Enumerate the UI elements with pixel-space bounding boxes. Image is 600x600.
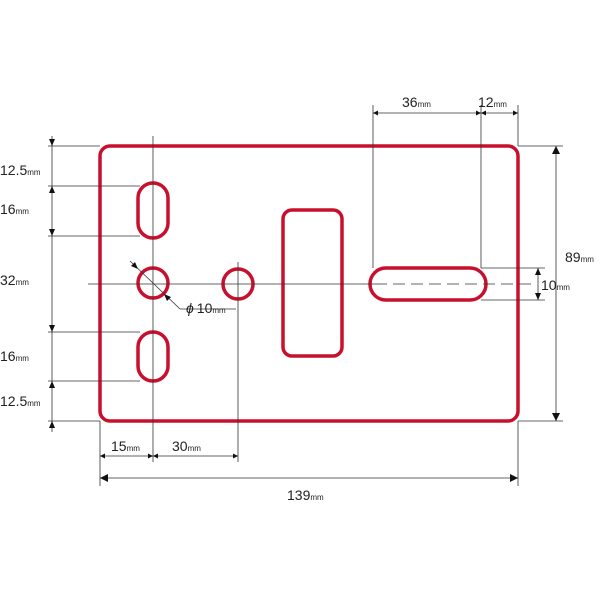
hole-diameter-arrow-inner [164, 294, 171, 301]
upper-slot-length-label: 16mm [0, 201, 29, 217]
overall-height-label: 89mm [565, 249, 594, 265]
right-margin-label: 12mm [478, 94, 507, 110]
slot-width-arrow-bottom [535, 293, 541, 300]
tick-arrow-lower-slot-top [49, 325, 55, 332]
tick-arrow-bottom [49, 421, 55, 428]
horizontal-slot-width-label: 10mm [541, 277, 570, 293]
tick-arrow-top [49, 139, 55, 146]
left-bottom-margin-label: 12.5mm [0, 393, 41, 409]
left-column-offset-label: 15mm [111, 438, 140, 454]
horizontal-slot-length-label: 36mm [402, 94, 431, 110]
slot-width-arrow-top [535, 268, 541, 275]
lower-slot-length-label: 16mm [0, 348, 29, 364]
hole-spacing-label: 30mm [172, 438, 201, 454]
tick-arrow-upper-slot-top [49, 186, 55, 193]
overall-width-label: 139mm [287, 487, 324, 503]
tick-arrow-lower-slot-bottom [49, 381, 55, 388]
hole-row-offset-label: 32mm [0, 272, 29, 288]
rectangular-cutout [281, 208, 344, 358]
tick-arrow-upper-slot-bottom [49, 229, 55, 236]
hole-diameter-leader [129, 260, 181, 310]
hole-diameter-arrow [131, 262, 138, 269]
plate-outline [98, 144, 520, 423]
left-top-margin-label: 12.5mm [0, 162, 41, 178]
